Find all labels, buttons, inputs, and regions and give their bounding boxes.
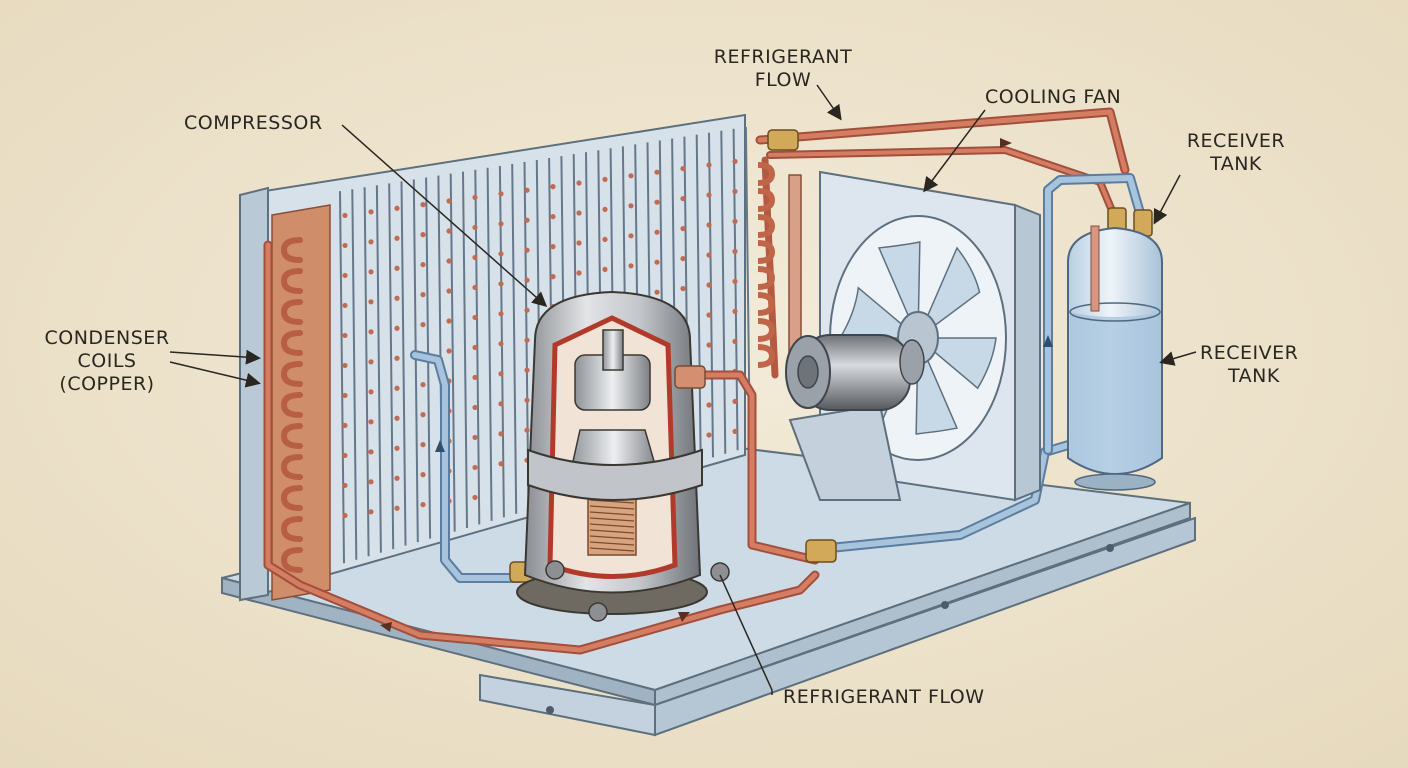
- receiver-tank: [1067, 225, 1163, 491]
- leader-lines: [169, 84, 1197, 695]
- base-frame: [221, 446, 1196, 737]
- copper-lines: [263, 107, 1130, 655]
- condenser-coils-line3: (COPPER): [59, 373, 155, 395]
- receiver-tank-side-line2: TANK: [1228, 365, 1280, 387]
- refrigerant-flow-top-line1: REFRIGERANT: [713, 46, 853, 68]
- condenser-coils-label: CONDENSER COILS (COPPER): [40, 327, 174, 396]
- receiver-tank-top-label: RECEIVER TANK: [1168, 130, 1304, 176]
- receiver-tank-top-line2: TANK: [1210, 153, 1262, 175]
- condenser-coils-line1: CONDENSER: [44, 327, 170, 349]
- receiver-tank-side-line1: RECEIVER: [1200, 342, 1299, 364]
- copper-return-bends: [757, 162, 776, 368]
- receiver-tank-side-label: RECEIVER TANK: [1200, 342, 1298, 388]
- cooling-fan-label: COOLING FAN: [985, 86, 1122, 108]
- refrigerant-flow-top-line2: FLOW: [754, 69, 812, 91]
- receiver-tank-top-line1: RECEIVER: [1186, 130, 1286, 152]
- suction-lines: [410, 173, 1147, 583]
- condenser-coils-line2: COILS: [77, 350, 137, 372]
- flow-direction-arrows: [380, 138, 1053, 632]
- refrigerant-flow-bottom-label: REFRIGERANT FLOW: [783, 686, 985, 708]
- refrigerant-flow-top-label: REFRIGERANT FLOW: [690, 46, 876, 92]
- fan-motor: [785, 334, 925, 501]
- compressor-label: COMPRESSOR: [184, 112, 323, 134]
- compressor-body: [516, 290, 730, 622]
